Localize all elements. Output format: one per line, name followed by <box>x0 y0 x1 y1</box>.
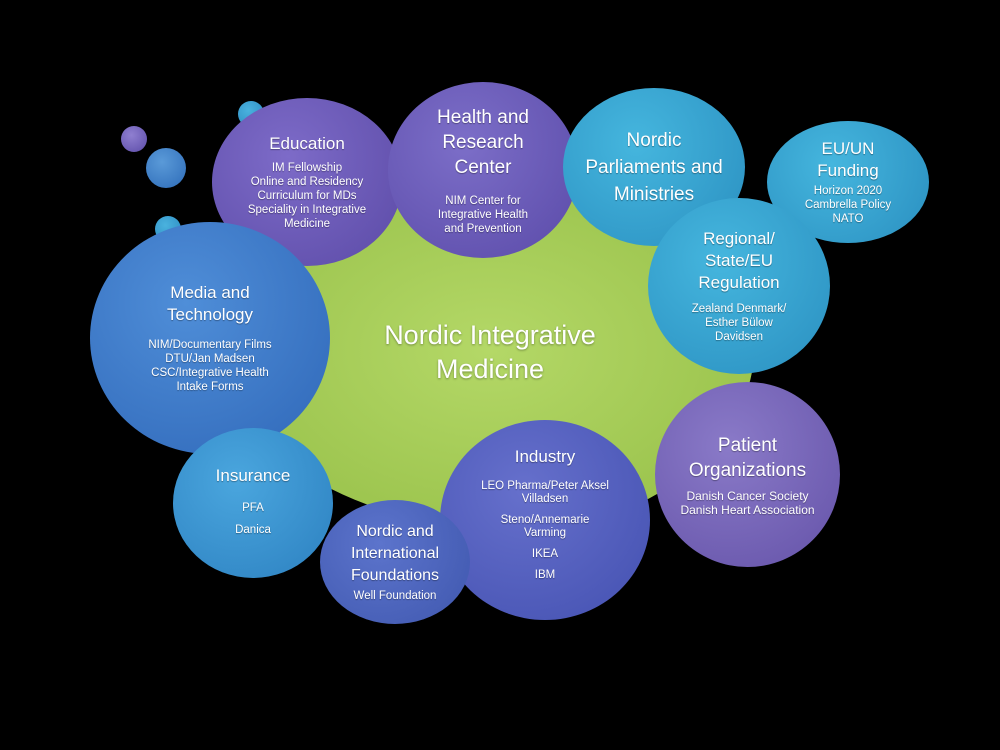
eu-un-title: EU/UN Funding <box>817 139 879 180</box>
education-item: Curriculum for MDs <box>257 190 357 202</box>
regional-title: Regional/ State/EU Regulation <box>698 229 780 292</box>
foundations-bubble: Nordic and International Foundations Wel… <box>320 500 470 624</box>
eu-un-item: Cambrella Policy <box>804 199 892 211</box>
decorative-dot <box>121 126 147 152</box>
insurance-item: PFA <box>242 502 264 514</box>
industry-item: Steno/Annemarie <box>500 514 590 526</box>
regional-item: Zealand Denmark/ <box>691 303 787 315</box>
industry-item: IBM <box>534 569 556 581</box>
health-research-item: Integrative Health <box>437 208 529 221</box>
media-technology-item: DTU/Jan Madsen <box>165 353 255 365</box>
regional-bubble: Regional/ State/EU Regulation Zealand De… <box>648 198 830 374</box>
center-title: Nordic Integrative Medicine <box>384 320 596 384</box>
media-technology-item: CSC/Integrative Health <box>151 367 269 379</box>
education-item: Medicine <box>283 218 330 230</box>
insurance-bubble: Insurance PFA Danica <box>173 428 333 578</box>
industry-item: Varming <box>524 527 566 539</box>
media-technology-title: Media and Technology <box>166 283 253 324</box>
industry-title: Industry <box>514 447 576 466</box>
education-item: Online and Residency <box>250 176 364 188</box>
health-research-item: NIM Center for <box>445 194 521 207</box>
patient-organizations-item: Danish Heart Association <box>680 502 815 517</box>
health-research-bubble: Health and Research Center NIM Center fo… <box>388 82 578 258</box>
industry-item: LEO Pharma/Peter Aksel <box>481 480 609 492</box>
nordic-parliaments-title: Nordic Parliaments and Ministries <box>585 129 723 205</box>
media-technology-item: NIM/Documentary Films <box>148 339 272 351</box>
industry-bubble: Industry LEO Pharma/Peter Aksel Villadse… <box>440 420 650 620</box>
foundations-title: Nordic and International Foundations <box>350 523 440 584</box>
education-item: Speciality in Integrative <box>247 204 367 216</box>
health-research-item: and Prevention <box>444 222 522 235</box>
industry-item: Villadsen <box>521 493 569 505</box>
health-research-title: Health and Research Center <box>437 106 529 178</box>
patient-organizations-title: Patient Organizations <box>688 434 807 481</box>
media-technology-item: Intake Forms <box>176 381 244 393</box>
media-technology-bubble: Media and Technology NIM/Documentary Fil… <box>90 222 330 454</box>
insurance-item: Danica <box>235 524 271 536</box>
decorative-dot <box>146 148 186 188</box>
education-item: IM Fellowship <box>271 162 343 174</box>
regional-item: Esther Bülow <box>705 317 773 329</box>
insurance-title: Insurance <box>215 466 291 485</box>
foundations-item: Well Foundation <box>353 590 437 602</box>
patient-organizations-item: Danish Cancer Society <box>686 488 809 503</box>
eu-un-item: NATO <box>832 213 864 225</box>
regional-item: Davidsen <box>715 331 763 343</box>
eu-un-item: Horizon 2020 <box>813 185 883 197</box>
patient-organizations-bubble: Patient Organizations Danish Cancer Soci… <box>655 382 840 567</box>
industry-item: IKEA <box>531 548 559 560</box>
education-title: Education <box>269 134 345 153</box>
